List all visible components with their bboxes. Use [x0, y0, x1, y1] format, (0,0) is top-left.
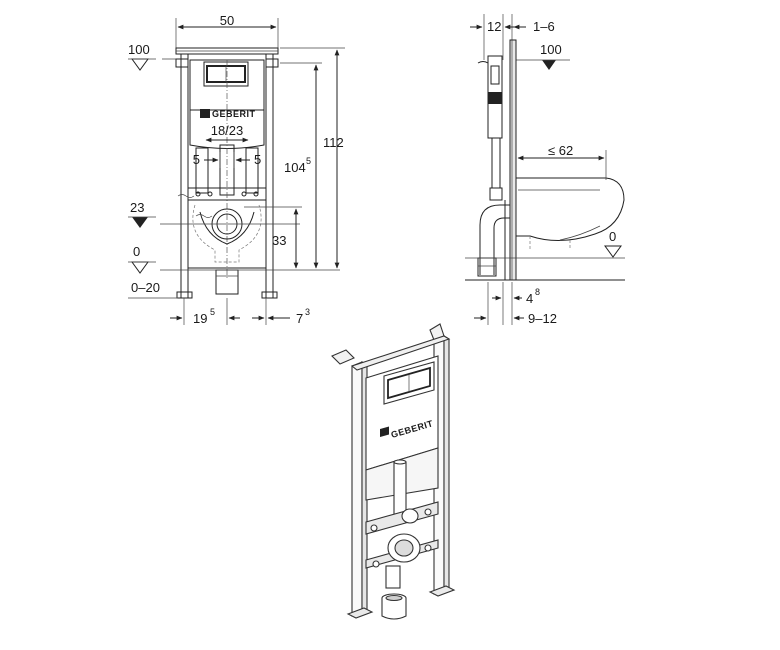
side-level-100: 100 — [510, 42, 570, 70]
flush-range-label: 18/23 — [211, 123, 244, 138]
left-offset-label: 5 — [193, 152, 200, 167]
front-brand: GEBERIT — [212, 109, 256, 119]
side-bottom-dimensions: 4 8 9–12 — [474, 282, 557, 326]
bottom-left-dim: 19 — [193, 311, 207, 326]
level-0-label: 0 — [133, 244, 140, 259]
perspective-view: GEBERIT — [331, 323, 456, 620]
drain-height-dimension: 33 — [244, 206, 302, 269]
offset-dimensions: 5 5 — [193, 152, 261, 168]
side-depth-label: 12 — [487, 19, 501, 34]
bottom-right-sup: 3 — [305, 307, 310, 317]
side-floor: 0 — [465, 229, 625, 281]
height-104-dimension: 104 5 — [280, 62, 322, 269]
bowl-projection-label: ≤ 62 — [548, 143, 573, 158]
height-104-sup: 5 — [306, 156, 311, 166]
side-wall-gap-label: 1–6 — [533, 19, 555, 34]
level-100-marker: 100 — [128, 42, 180, 71]
right-offset-label: 5 — [254, 152, 261, 167]
side-wc-bowl — [516, 177, 625, 250]
side-foot-range: 9–12 — [528, 311, 557, 326]
side-level-100-label: 100 — [540, 42, 562, 57]
bottom-left-sup: 5 — [210, 307, 215, 317]
level-0-20-label: 0–20 — [131, 280, 160, 295]
side-frame — [477, 55, 512, 281]
drain-height-label: 33 — [272, 233, 286, 248]
height-112-label: 112 — [323, 135, 344, 150]
level-23-label: 23 — [130, 200, 144, 215]
flush-range-dimension: 18/23 — [205, 123, 249, 143]
level-0-marker: 0 — [128, 244, 340, 274]
height-112-dimension: 112 — [280, 47, 345, 269]
level-100-label: 100 — [128, 42, 150, 57]
side-foot-sup: 8 — [535, 287, 540, 297]
bottom-right-dim: 7 — [296, 311, 303, 326]
height-104-label: 104 — [284, 160, 306, 175]
side-top-dimensions: 12 1–6 — [470, 14, 555, 60]
side-level-0-label: 0 — [609, 229, 616, 244]
level-0-20-marker: 0–20 — [128, 280, 178, 299]
side-foot-dim: 4 — [526, 291, 533, 306]
side-view: 12 1–6 100 — [465, 14, 625, 326]
front-frame: GEBERIT — [175, 47, 279, 299]
front-view: 50 100 — [128, 13, 345, 326]
width-dimension: 50 — [175, 13, 279, 50]
level-23-marker: 23 — [128, 200, 300, 228]
width-dim-label: 50 — [220, 13, 234, 28]
bowl-projection-dimension: ≤ 62 — [517, 143, 607, 180]
bottom-dimensions: 19 5 7 3 — [170, 298, 310, 326]
